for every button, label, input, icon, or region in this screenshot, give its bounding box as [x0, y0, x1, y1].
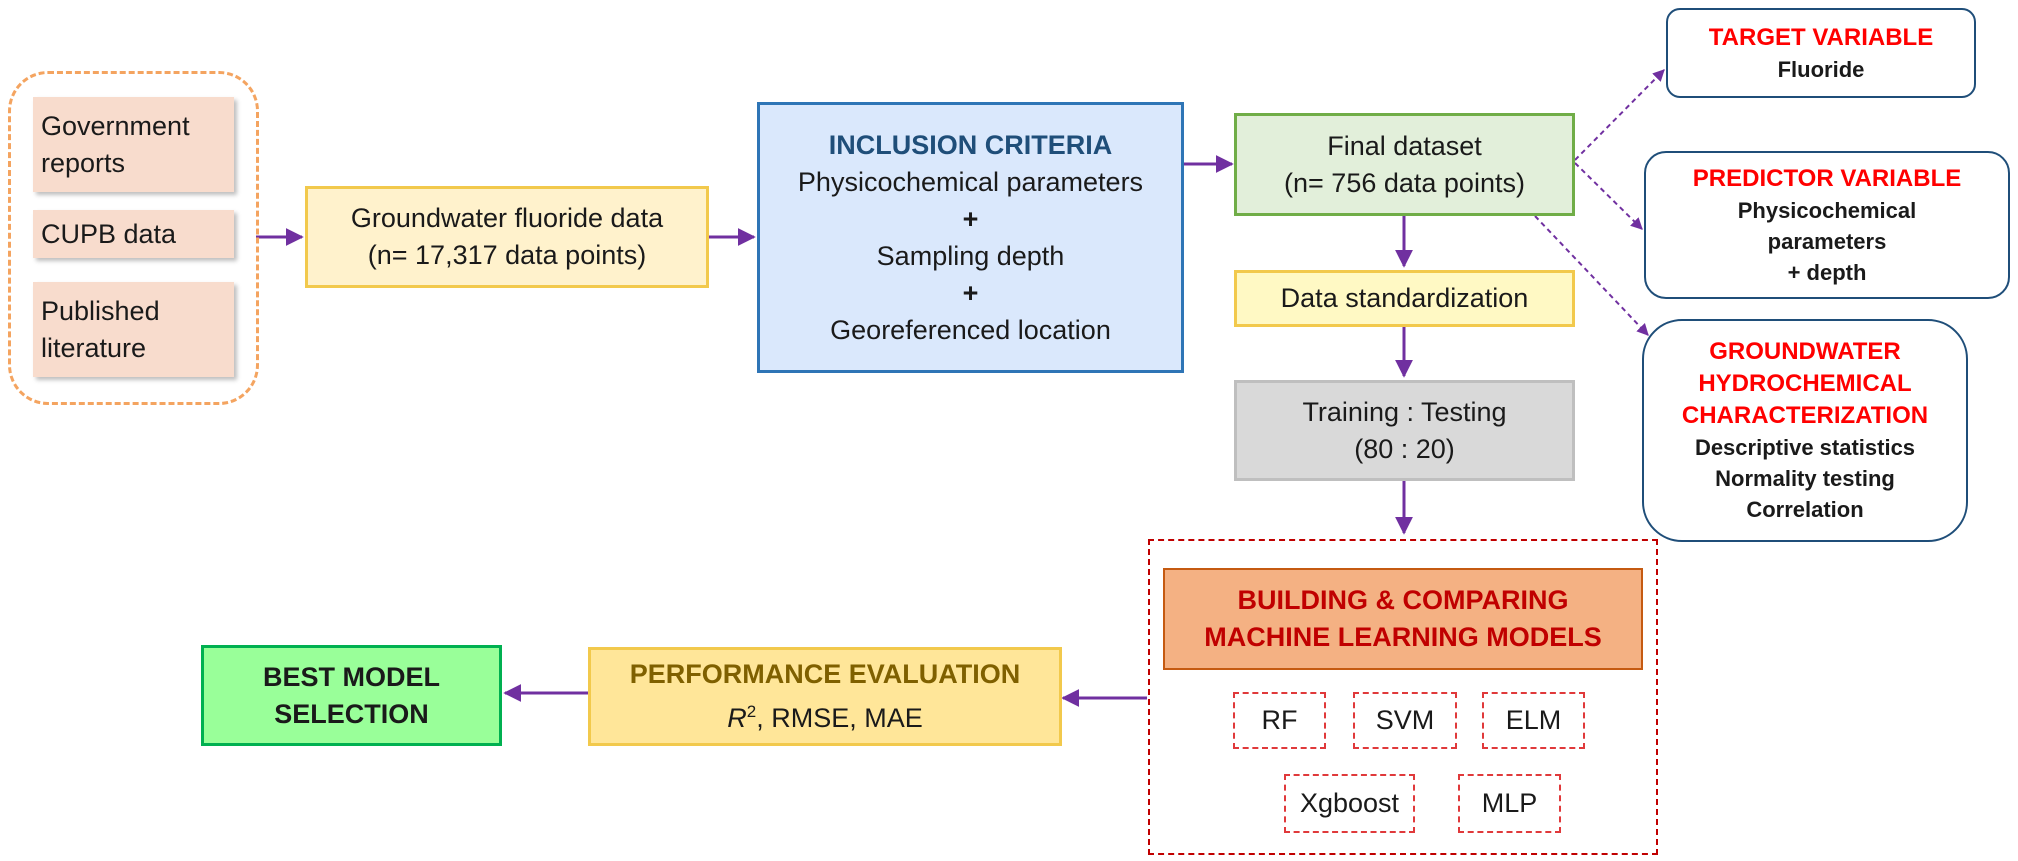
source-label-line1: Published	[41, 295, 160, 326]
groundwater-data-box: Groundwater fluoride data (n= 17,317 dat…	[305, 186, 709, 288]
arrow-final-to-characterization	[1534, 215, 1649, 336]
best-model-line1: BEST MODEL	[262, 661, 440, 692]
model-elm: ELM	[1482, 692, 1585, 749]
target-variable-box: TARGET VARIABLE Fluoride	[1666, 8, 1976, 98]
inclusion-depth: Sampling depth	[876, 240, 1065, 271]
characterization-title-line1: GROUNDWATER	[1709, 338, 1901, 365]
performance-evaluation-box: PERFORMANCE EVALUATION R2, RMSE, MAE	[588, 647, 1062, 746]
model-rf: RF	[1233, 692, 1326, 749]
model-label: SVM	[1375, 705, 1435, 735]
inclusion-parameters: Physicochemical parameters	[797, 166, 1144, 197]
final-dataset-line2: (n= 756 data points)	[1284, 167, 1525, 198]
data-standardization-label: Data standardization	[1280, 283, 1529, 313]
model-svm: SVM	[1353, 692, 1457, 749]
performance-title: PERFORMANCE EVALUATION	[629, 659, 1021, 689]
modeling-group	[1148, 539, 1658, 855]
modeling-title-box: BUILDING & COMPARING MACHINE LEARNING MO…	[1163, 568, 1643, 670]
predictor-line2: parameters	[1767, 228, 1887, 254]
target-variable-value: Fluoride	[1777, 56, 1865, 82]
characterization-title-line3: CHARACTERIZATION	[1681, 402, 1929, 429]
source-label-line1: CUPB data	[41, 218, 177, 249]
modeling-title-line1: BUILDING & COMPARING	[1237, 585, 1569, 615]
source-published-literature: Published literature	[33, 282, 234, 377]
model-label: MLP	[1481, 788, 1538, 818]
inclusion-location: Georeferenced location	[830, 314, 1111, 345]
inclusion-criteria-box: INCLUSION CRITERIA Physicochemical param…	[757, 102, 1184, 373]
sources-group	[8, 71, 259, 405]
final-dataset-box: Final dataset (n= 756 data points)	[1234, 113, 1575, 216]
inclusion-plus-2: +	[962, 277, 979, 308]
inclusion-title: INCLUSION CRITERIA	[828, 129, 1113, 160]
inclusion-plus-1: +	[962, 203, 979, 234]
model-mlp: MLP	[1458, 774, 1561, 833]
source-label-line2: reports	[41, 147, 126, 178]
arrow-final-to-predictor	[1574, 162, 1643, 230]
best-model-line2: SELECTION	[274, 698, 429, 729]
source-government-reports: Government reports	[33, 97, 234, 192]
characterization-item-correlation: Correlation	[1746, 497, 1864, 522]
model-label: ELM	[1505, 705, 1562, 735]
characterization-title-line2: HYDROCHEMICAL	[1698, 370, 1912, 397]
source-label-line2: literature	[41, 332, 147, 363]
characterization-box: GROUNDWATER HYDROCHEMICAL CHARACTERIZATI…	[1642, 319, 1968, 542]
model-xgboost: Xgboost	[1284, 774, 1415, 833]
performance-metric-sup: 2	[746, 702, 757, 721]
final-dataset-line1: Final dataset	[1327, 130, 1482, 161]
performance-metrics-line: R2, RMSE, MAE	[727, 693, 923, 737]
performance-metrics: , RMSE, MAE	[756, 703, 923, 733]
target-variable-title: TARGET VARIABLE	[1708, 23, 1934, 51]
predictor-variable-box: PREDICTOR VARIABLE Physicochemical param…	[1644, 151, 2010, 299]
source-cupb-data: CUPB data	[33, 210, 234, 258]
predictor-line1: Physicochemical	[1737, 197, 1917, 223]
predictor-line3: + depth	[1787, 259, 1867, 285]
characterization-item-descriptive: Descriptive statistics	[1694, 435, 1916, 460]
train-test-line1: Training : Testing	[1302, 396, 1507, 427]
train-test-line2: (80 : 20)	[1354, 433, 1455, 464]
performance-metric-r: R	[727, 703, 747, 733]
best-model-selection-box: BEST MODEL SELECTION	[201, 645, 502, 746]
model-label: Xgboost	[1299, 788, 1400, 818]
train-test-split-box: Training : Testing (80 : 20)	[1234, 380, 1575, 481]
groundwater-data-line1: Groundwater fluoride data	[350, 203, 664, 233]
arrow-final-to-target	[1574, 69, 1665, 161]
modeling-title-line2: MACHINE LEARNING MODELS	[1204, 622, 1602, 652]
model-label: RF	[1261, 705, 1298, 735]
characterization-item-normality: Normality testing	[1715, 466, 1895, 491]
predictor-variable-title: PREDICTOR VARIABLE	[1692, 164, 1962, 192]
data-standardization-box: Data standardization	[1234, 270, 1575, 327]
source-label-line1: Government	[41, 110, 190, 141]
groundwater-data-line2: (n= 17,317 data points)	[367, 240, 647, 270]
